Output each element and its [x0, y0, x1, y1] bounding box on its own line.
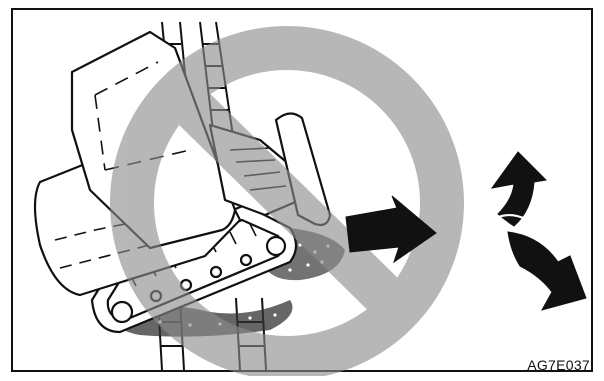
figure-code: AG7E037 [527, 357, 590, 373]
rocking-arrow-icon [492, 152, 586, 310]
